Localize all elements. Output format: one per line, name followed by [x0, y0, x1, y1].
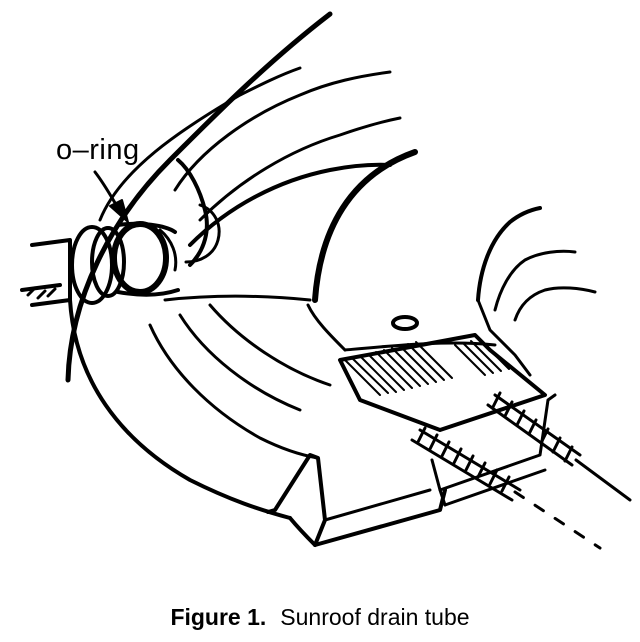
right-frame-curve-3: [513, 286, 597, 322]
o-ring-callout-label: o–ring: [56, 134, 140, 166]
panel-inner-curve-1: [98, 66, 302, 222]
tray-inner-curve-1: [148, 323, 320, 460]
inner-bowl-wall: [306, 303, 347, 352]
drain-hole: [391, 315, 419, 331]
bracket-tab: [184, 203, 221, 264]
trough-bottom: [288, 488, 447, 547]
right-frame-curve-2: [493, 249, 577, 312]
tray-outer-curve: [68, 298, 292, 520]
o-ring-fitting: [20, 221, 180, 307]
trough-front-wall: [266, 453, 327, 547]
tray-inner-curve-3: [208, 303, 332, 387]
tray-ridge: [163, 294, 312, 302]
channel-box: [338, 333, 547, 432]
callout-leader-line: [93, 170, 120, 210]
bracket-nub: [176, 158, 209, 267]
inner-bowl-rim: [312, 149, 418, 303]
trough-lip: [323, 488, 432, 522]
right-frame-flange: [476, 298, 532, 377]
panel-inner-curve-3: [198, 116, 402, 222]
right-frame-curve-1: [476, 206, 542, 302]
panel-inner-curve-4: [188, 162, 392, 247]
o-ring: [111, 221, 169, 295]
outer-panel-edge: [65, 11, 333, 383]
trough-right-edge: [443, 468, 547, 507]
panel-inner-curve-2: [173, 70, 392, 192]
figure-number: Figure 1.: [170, 604, 267, 630]
callout-arrowhead: [109, 199, 129, 223]
tray-inner-curve-2: [178, 313, 302, 412]
drain-tube-upper: [486, 391, 632, 502]
figure-title: Sunroof drain tube: [280, 604, 470, 630]
trough-right-wall: [430, 458, 447, 507]
figure-caption: Figure 1. Sunroof drain tube: [0, 604, 640, 631]
drain-tube-lower: [410, 426, 602, 550]
